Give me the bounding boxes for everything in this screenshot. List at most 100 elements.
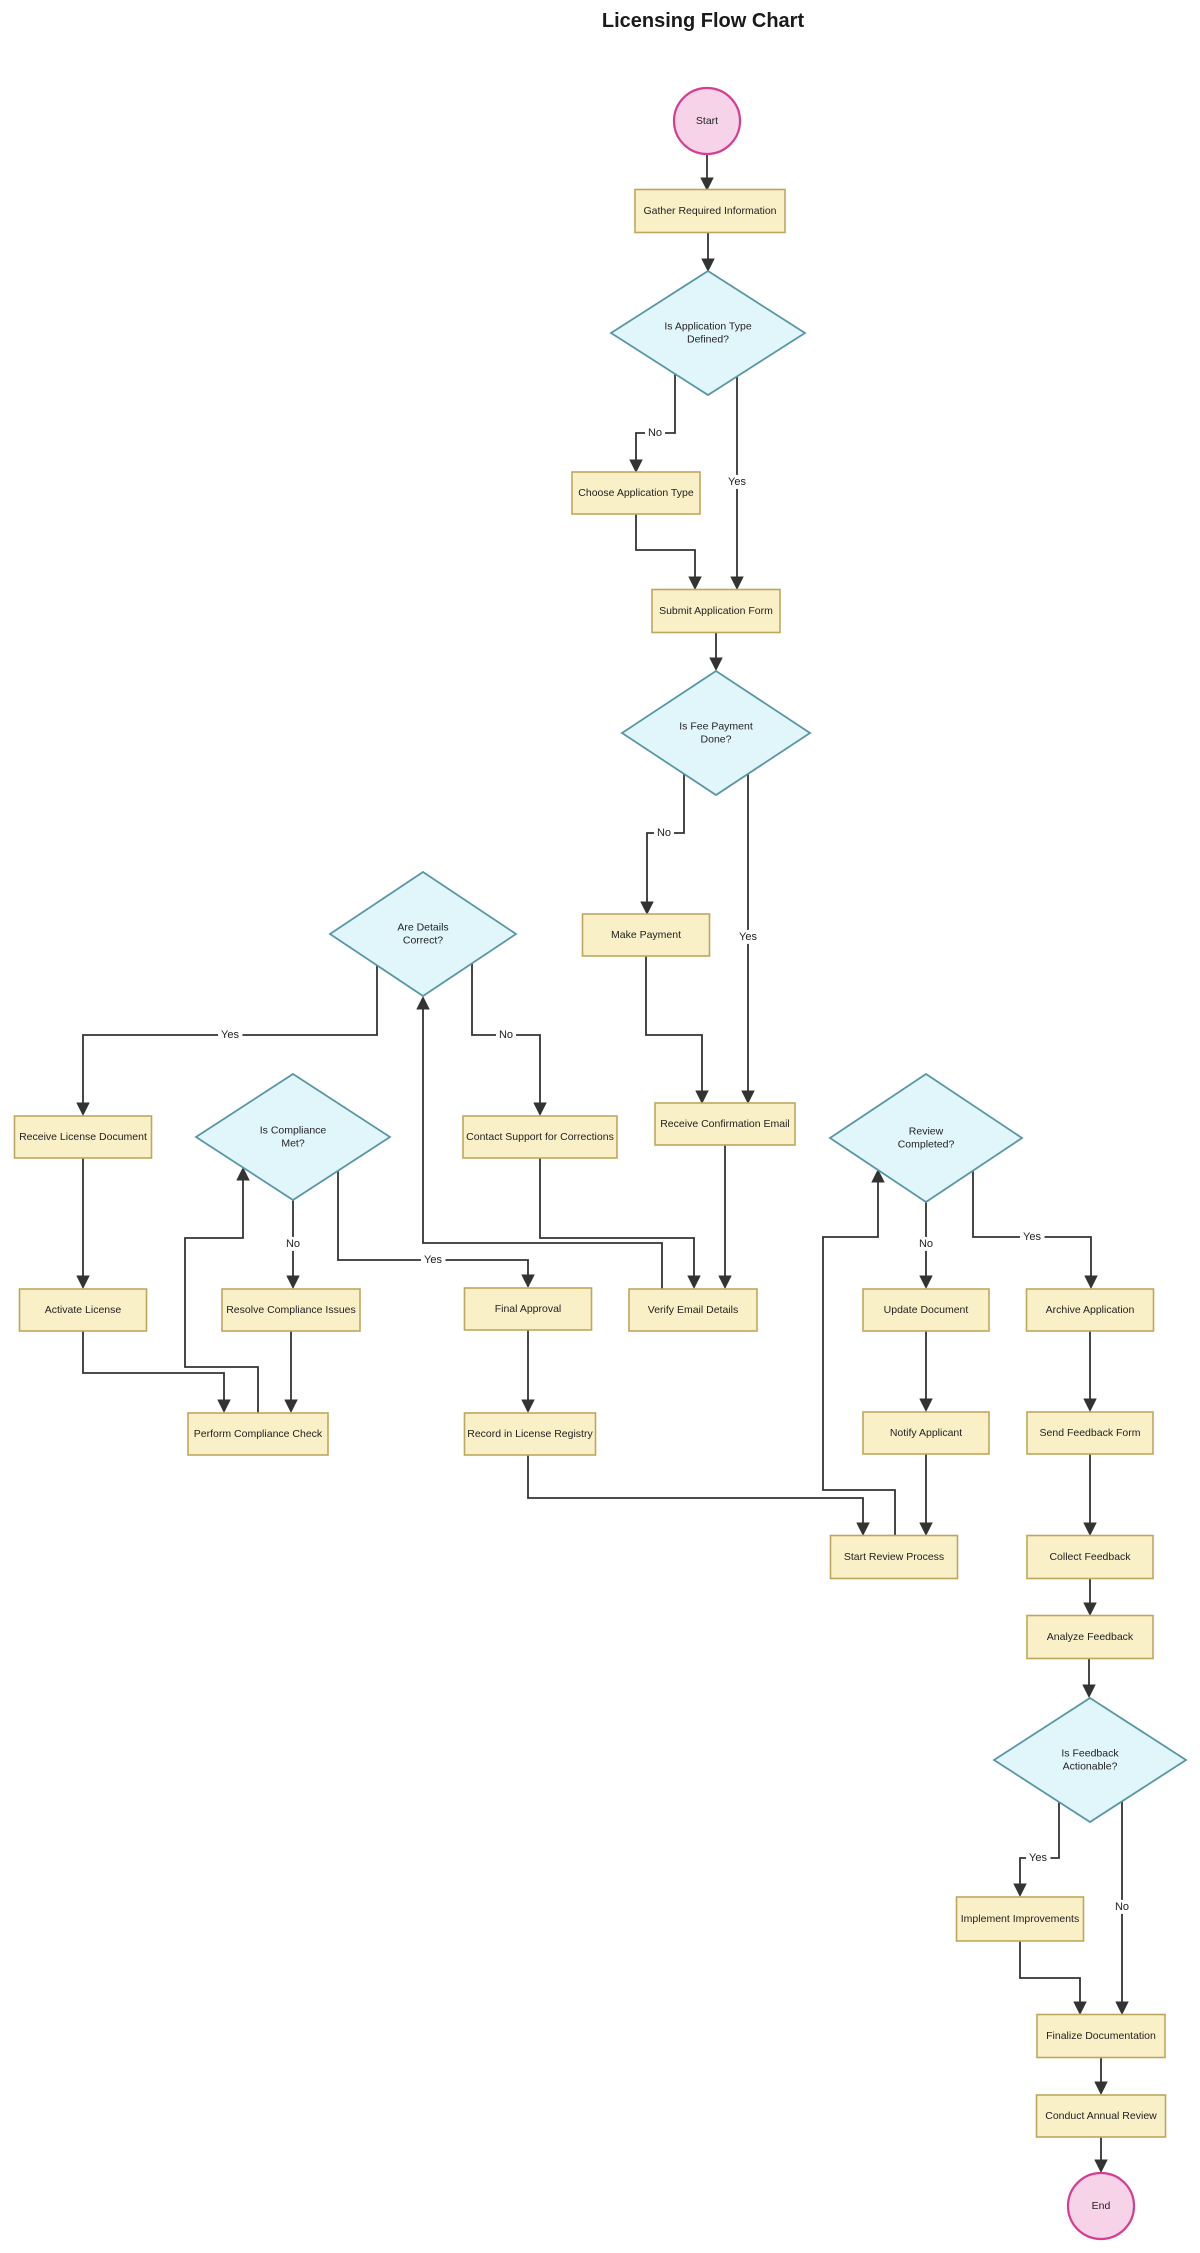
node-label: Update Document [884, 1304, 969, 1316]
edge-label-bg [653, 825, 675, 840]
decision-shape [328, 870, 518, 998]
edge-contactsupport-verify [539, 1158, 701, 1290]
process-shape [1035, 2094, 1167, 2138]
node-contact_support: Contact Support for Corrections [462, 1115, 618, 1159]
process-shape [654, 1102, 796, 1146]
node-final_approval: Final Approval [463, 1287, 593, 1331]
process-shape [462, 1115, 618, 1159]
node-label: Start Review Process [844, 1551, 944, 1563]
node-start_review: Start Review Process [829, 1534, 959, 1580]
decision-shape [828, 1072, 1024, 1204]
terminal-shape [1066, 2171, 1136, 2241]
node-label: Implement Improvements [961, 1913, 1079, 1925]
node-record_registry: Record in License Registry [463, 1412, 597, 1456]
edge-label-bg [736, 929, 761, 944]
node-implement: Implement Improvements [955, 1896, 1085, 1942]
node-label: Submit Application Form [659, 605, 773, 617]
node-start: Start [672, 86, 742, 156]
process-shape [13, 1115, 153, 1159]
edge-activate-performcheck [82, 1331, 231, 1414]
edge-label-bg [282, 1236, 304, 1251]
node-label: Conduct Annual Review [1045, 2110, 1157, 2122]
node-label: Start [696, 115, 718, 127]
node-archive: Archive Application [1025, 1288, 1155, 1332]
process-shape [1026, 1411, 1154, 1455]
chart-title: Licensing Flow Chart [601, 10, 805, 32]
node-analyze_feedback: Analyze Feedback [1026, 1614, 1154, 1660]
edge-label-ddetails-contactsupport: No [499, 1029, 513, 1041]
process-shape [628, 1288, 758, 1332]
edge-label-dcompliance-resolve: No [286, 1238, 300, 1250]
node-update_doc: Update Document [862, 1288, 990, 1332]
node-label: Finalize Documentation [1046, 2030, 1156, 2042]
node-label: Make Payment [611, 929, 681, 941]
process-shape [955, 1896, 1085, 1942]
process-shape [581, 913, 711, 957]
edge-label-ddetails-receivelicense: Yes [221, 1029, 239, 1041]
edge-label-bg [1111, 1899, 1133, 1914]
edge-label-dfeedback-implement: Yes [1029, 1852, 1047, 1864]
process-shape [463, 1287, 593, 1331]
edge-label-dapptype-choose: No [648, 427, 662, 439]
process-shape [651, 588, 781, 634]
node-receive_license: Receive License Document [13, 1115, 153, 1159]
node-label: Notify Applicant [890, 1427, 962, 1439]
node-perform_check: Perform Compliance Check [187, 1412, 329, 1456]
node-submit: Submit Application Form [651, 588, 781, 634]
decision-shape [992, 1696, 1188, 1824]
node-label: Receive License Document [19, 1131, 147, 1143]
edge-label-dfeedback-finalize: No [1115, 1901, 1129, 1913]
process-shape [1026, 1614, 1154, 1660]
edge-label-dreview-archive: Yes [1023, 1231, 1041, 1243]
node-label: End [1092, 2200, 1111, 2212]
edge-label-dfee-makepayment: No [657, 827, 671, 839]
node-finalize: Finalize Documentation [1036, 2013, 1166, 2059]
node-label: Verify Email Details [648, 1304, 738, 1316]
node-choose: Choose Application Type [571, 471, 701, 515]
node-label: Contact Support for Corrections [466, 1131, 614, 1143]
decision-shape [620, 669, 812, 797]
node-collect_feedback: Collect Feedback [1026, 1534, 1154, 1580]
process-shape [1025, 1288, 1155, 1332]
edge-label-dreview-updatedoc: No [919, 1238, 933, 1250]
node-send_feedback: Send Feedback Form [1026, 1411, 1154, 1455]
edge-choose-submit [635, 514, 702, 591]
node-label: Record in License Registry [467, 1428, 593, 1440]
node-annual_review: Conduct Annual Review [1035, 2094, 1167, 2138]
edge-label-dcompliance-finalapproval: Yes [424, 1254, 442, 1266]
edge-startreview-dreview [822, 1168, 896, 1536]
process-shape [862, 1288, 990, 1332]
process-shape [18, 1288, 148, 1332]
edge-label-bg [725, 474, 750, 489]
node-label: Collect Feedback [1049, 1551, 1131, 1563]
edge-label-dfee-receiveemail: Yes [739, 931, 757, 943]
node-notify: Notify Applicant [862, 1411, 990, 1455]
node-label: Send Feedback Form [1040, 1427, 1141, 1439]
node-label: Choose Application Type [578, 487, 694, 499]
edge-makepayment-receiveemail [645, 956, 709, 1105]
edge-label-bg [218, 1027, 243, 1042]
edge-label-bg [1020, 1229, 1045, 1244]
decision-shape [609, 269, 807, 397]
node-end: End [1066, 2171, 1136, 2241]
terminal-shape [672, 86, 742, 156]
node-label: Activate License [45, 1304, 122, 1316]
node-label: Archive Application [1046, 1304, 1135, 1316]
edge-label-bg [495, 1027, 517, 1042]
process-shape [221, 1288, 361, 1332]
process-shape [862, 1411, 990, 1455]
node-verify_email: Verify Email Details [628, 1288, 758, 1332]
edge-dapptype-choose [629, 374, 676, 474]
edge-label-bg [1026, 1850, 1051, 1865]
node-receive_email: Receive Confirmation Email [654, 1102, 796, 1146]
edge-dreview-archive [972, 1171, 1098, 1290]
edge-implement-finalize [1019, 1941, 1087, 2016]
